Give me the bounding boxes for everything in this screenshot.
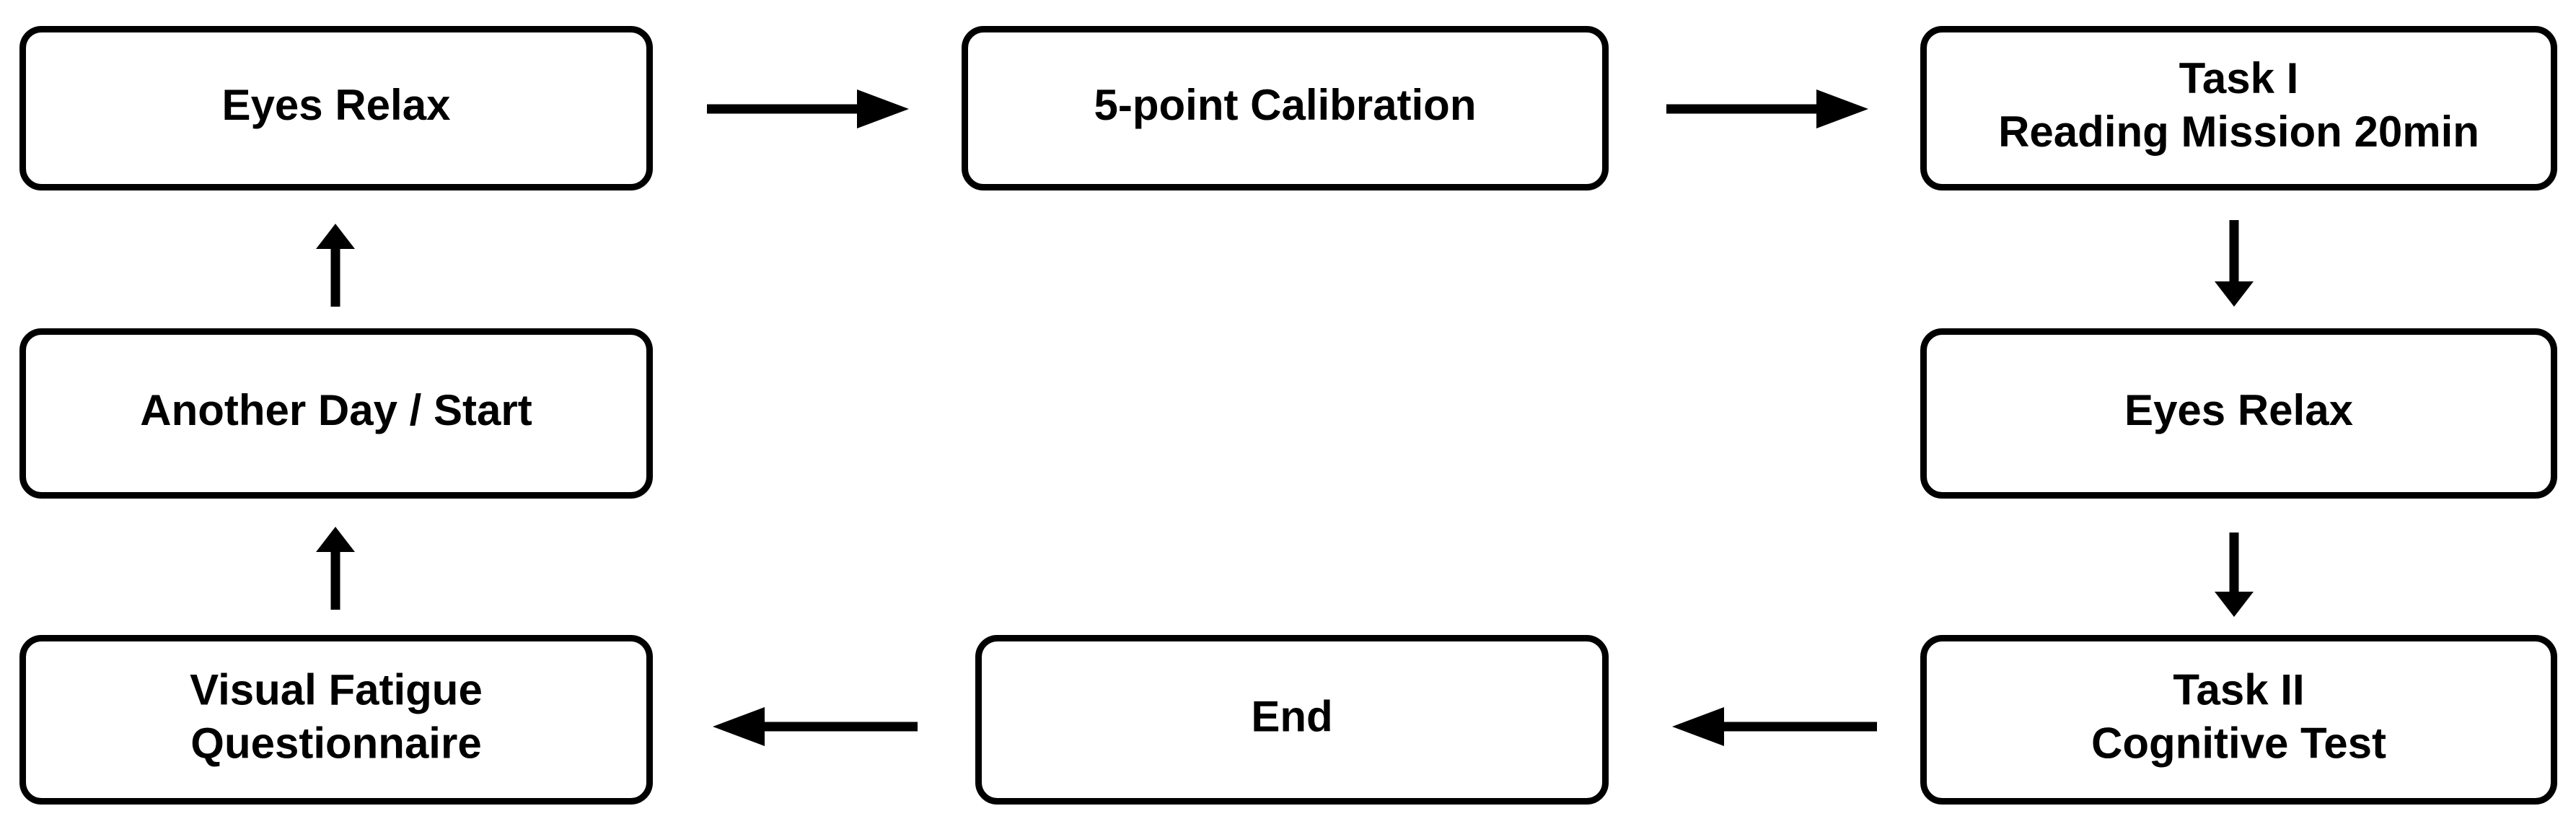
node-label-line: Task I xyxy=(2179,54,2299,102)
node-label-line: Task II xyxy=(2173,665,2304,714)
arrowhead-left-icon xyxy=(713,707,765,746)
node-label-line: End xyxy=(1251,692,1332,740)
node-box xyxy=(19,26,653,190)
node-label-line: Eyes Relax xyxy=(2124,386,2353,434)
node-calibration[interactable]: 5-point Calibration xyxy=(962,26,1609,190)
node-label-line: Cognitive Test xyxy=(2091,719,2386,767)
node-task-2[interactable]: Task II Cognitive Test xyxy=(1920,635,2557,805)
node-box xyxy=(19,635,653,805)
edge-right-arrow xyxy=(1666,89,1868,128)
nodes-layer: Eyes Relax 5-point Calibration Task I Readi… xyxy=(19,26,2557,805)
node-label-line: Eyes Relax xyxy=(222,81,451,129)
node-box xyxy=(1920,328,2557,499)
node-eyes-relax-2[interactable]: Eyes Relax xyxy=(1920,328,2557,499)
edge-left-arrow xyxy=(713,707,918,746)
edge-down-arrow xyxy=(2215,533,2254,617)
node-another-day-start[interactable]: Another Day / Start xyxy=(19,328,653,499)
node-label-line: Another Day / Start xyxy=(140,386,532,434)
edge-down-arrow xyxy=(2215,220,2254,307)
arrowhead-right-icon xyxy=(1816,89,1868,128)
node-label-line: Visual Fatigue xyxy=(190,665,483,714)
arrowhead-left-icon xyxy=(1672,707,1724,746)
node-box xyxy=(19,328,653,499)
edge-right-arrow xyxy=(707,89,909,128)
arrowhead-right-icon xyxy=(857,89,909,128)
node-box xyxy=(1920,26,2557,190)
arrowhead-up-icon xyxy=(316,224,355,249)
node-end[interactable]: End xyxy=(975,635,1609,805)
edge-up-arrow xyxy=(316,527,355,610)
edge-up-arrow xyxy=(316,224,355,307)
node-box xyxy=(962,26,1609,190)
node-task-1[interactable]: Task I Reading Mission 20min xyxy=(1920,26,2557,190)
arrowhead-down-icon xyxy=(2215,281,2254,307)
arrowhead-up-icon xyxy=(316,527,355,552)
node-eyes-relax-1[interactable]: Eyes Relax xyxy=(19,26,653,190)
edge-left-arrow xyxy=(1672,707,1877,746)
node-label-line: Questionnaire xyxy=(190,719,481,767)
arrowhead-down-icon xyxy=(2215,592,2254,617)
node-box xyxy=(1920,635,2557,805)
node-label-line: 5-point Calibration xyxy=(1094,81,1477,129)
node-box xyxy=(975,635,1609,805)
node-label-line: Reading Mission 20min xyxy=(1998,108,2479,156)
edges-layer xyxy=(316,89,2254,746)
